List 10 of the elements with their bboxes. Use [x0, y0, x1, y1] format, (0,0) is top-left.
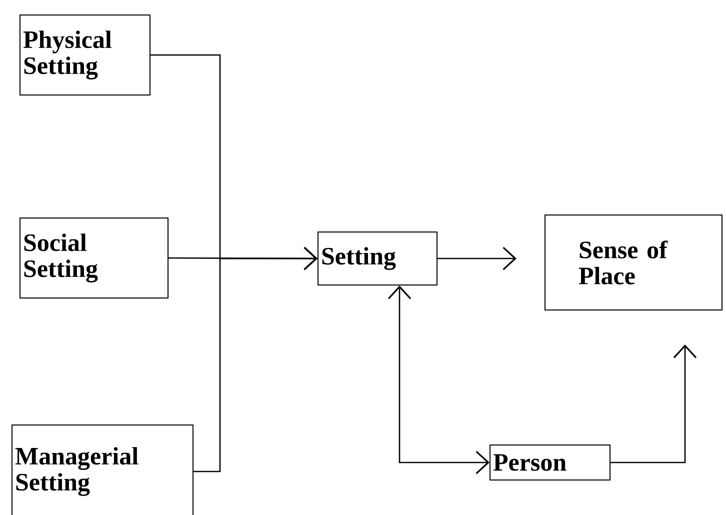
process-box: Person [490, 444, 610, 480]
arrow [194, 246, 318, 472]
process-box: Social Setting [20, 218, 168, 298]
process-box: Managerial Setting [12, 424, 194, 515]
process-box: Sense of Place [544, 214, 722, 310]
arrow [388, 286, 490, 474]
process-box: Physical Setting [20, 14, 150, 96]
arrow [438, 246, 516, 270]
arrow [610, 344, 697, 464]
process-box: Setting [318, 232, 438, 286]
